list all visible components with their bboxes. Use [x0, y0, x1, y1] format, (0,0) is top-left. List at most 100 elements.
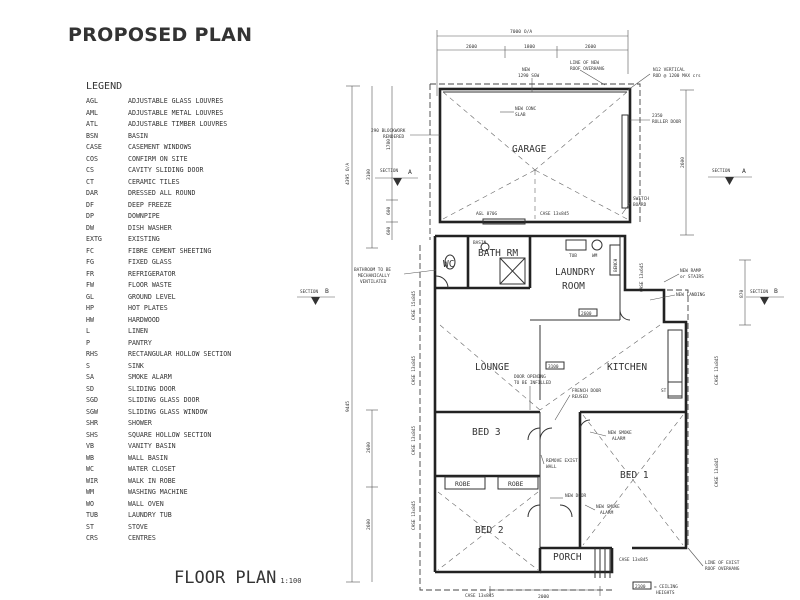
note-line-exist-roof-1: LINE OF EXIST [705, 560, 740, 566]
legend-desc: DRESSED ALL ROUND [128, 189, 196, 197]
legend-desc: ADJUSTABLE METAL LOUVRES [128, 108, 224, 117]
legend-desc: RECTANGULAR HOLLOW SECTION [128, 350, 232, 358]
dimension-labels: 7000 O/A 2600 1800 2600 4395 O/A 9445 17… [345, 29, 745, 600]
room-laundry-1: LAUNDRY [555, 267, 595, 278]
dim-2600c: 2600 [680, 157, 686, 168]
legend-desc: VANITY BASIN [128, 442, 176, 450]
legend-abbr: CRS [86, 534, 98, 542]
legend-item: WB WALL BASIN [86, 453, 231, 465]
legend-desc: WALL BASIN [128, 453, 168, 462]
note-st: ST [661, 388, 667, 394]
note-new-conc-2: SLAB [515, 112, 526, 118]
legend-desc: SLIDING DOOR [128, 384, 176, 393]
window-case-small: CASE 13x645 [639, 263, 645, 292]
floor-plan-scale: 1:100 [280, 577, 302, 585]
note-line-new-roof-1: LINE OF NEW [570, 60, 599, 66]
note-basin: BASIN [473, 240, 487, 246]
section-b-left-letter: B [325, 287, 329, 295]
room-lounge: LOUNGE [475, 362, 510, 373]
note-bath-ventilated-1: BATHROOM TO BE [354, 267, 391, 273]
note-new-conc-1: NEW CONC [515, 106, 537, 112]
note-line-new-roof-2: ROOF OVERHANG [570, 66, 605, 72]
dimension-lines [346, 30, 751, 596]
legend-desc: GROUND LEVEL [128, 292, 176, 301]
legend-abbr: SA [86, 373, 94, 381]
legend-abbr: DP [86, 212, 94, 220]
floor-plan-label: FLOOR PLAN [174, 568, 277, 588]
legend-abbr: VB [86, 442, 94, 450]
legend-abbr: FG [86, 258, 94, 266]
note-ceiling-heights-1: = CEILING [654, 584, 678, 590]
window-case-l1: CASE 15x845 [411, 291, 417, 320]
dim-bottom: 2000 [538, 594, 549, 600]
note-french-door-2: REUSED [572, 394, 588, 400]
room-wc: WC [443, 259, 454, 270]
note-remove-wall-1: REMOVE EXIST [546, 458, 578, 464]
note-line-exist-roof-2: ROOF OVERHANG [705, 566, 740, 572]
legend-abbr: CS [86, 166, 94, 174]
room-porch: PORCH [553, 552, 582, 563]
legend-item: AML ADJUSTABLE METAL LOUVRES [86, 108, 231, 120]
note-door-opening-1: DOOR OPENING [514, 374, 546, 380]
legend-desc: PANTRY [128, 338, 152, 347]
section-a-left-label: SECTION [380, 168, 399, 174]
legend-abbr: WIR [86, 476, 98, 485]
window-case-r2: CASE 13x845 [714, 458, 720, 487]
dim-left-mid: 9445 [345, 401, 351, 412]
legend-desc: BASIN [128, 131, 148, 140]
window-case-bottom: CASE 13x845 [465, 593, 494, 599]
note-blockwork-2: RENDERED [383, 134, 405, 140]
legend-abbr: WB [86, 453, 94, 462]
legend-desc: DISH WASHER [128, 223, 172, 232]
legend-abbr: SGD [86, 396, 98, 404]
dim-600: 600 [386, 206, 392, 215]
note-french-door-1: FRENCH DOOR [572, 388, 601, 394]
legend-desc: DOWNPIPE [128, 212, 160, 220]
legend-desc: HARDWOOD [128, 315, 160, 324]
note-bench: BENCH [613, 258, 619, 272]
legend-desc: LINEN [128, 327, 148, 335]
dim-left-top: 4395 O/A [345, 163, 351, 185]
legend-desc: SQUARE HOLLOW SECTION [128, 430, 212, 439]
legend-abbr: BSN [86, 131, 98, 140]
note-new-ramp-1: NEW RAMP [680, 268, 702, 274]
note-new-smoke-alarm-1: NEW SMOKE [608, 430, 632, 436]
legend-abbr: FC [86, 246, 94, 255]
legend-item: BSN BASIN [86, 131, 231, 143]
legend-desc: WATER CLOSET [128, 465, 176, 473]
legend-abbr: COS [86, 154, 98, 163]
note-vertical-rod-1: N12 VERTICAL [653, 67, 685, 73]
note-bath-ventilated-3: VENTILATED [360, 279, 387, 285]
dim-3100: 3100 [366, 169, 372, 180]
note-new-door: NEW DOOR [565, 493, 587, 499]
section-b-left-label: SECTION [300, 289, 319, 295]
note-new-smoke-alarm-b1: NEW SMOKE [596, 504, 620, 510]
legend-abbr: ATL [86, 120, 98, 128]
dim-top-seg-3: 2600 [585, 44, 596, 50]
legend-abbr: AML [86, 108, 98, 117]
note-roller-door-1: 2350 [652, 113, 663, 119]
legend-desc: REFRIGERATOR [128, 269, 176, 278]
dim-overall-top: 7000 O/A [510, 29, 532, 35]
legend-abbr: CASE [86, 143, 102, 151]
dim-600b: 600 [386, 226, 392, 235]
section-b-right: SECTION B [746, 287, 784, 305]
garage: GARAGE [438, 87, 632, 225]
